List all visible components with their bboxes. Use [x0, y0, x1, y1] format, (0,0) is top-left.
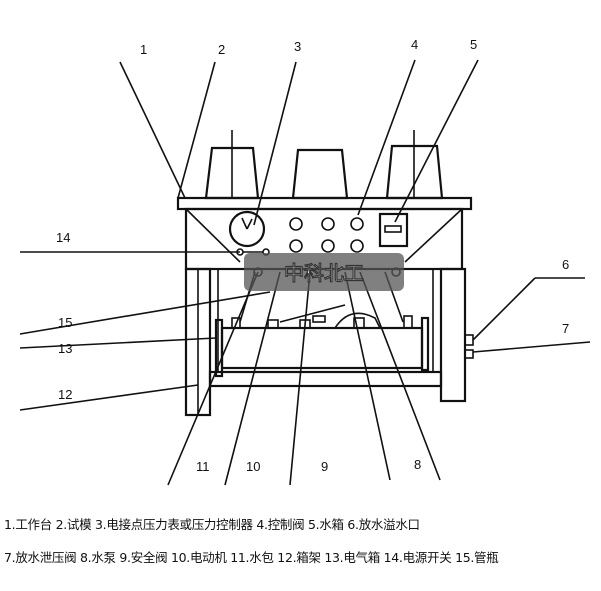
callout-numbers: 1 2 3 4 5 6 7 8 9 10 11 12 13 14 15	[56, 37, 569, 474]
callout-10: 10	[246, 459, 260, 474]
callout-3: 3	[294, 39, 301, 54]
electrical-box	[378, 212, 409, 248]
callout-4: 4	[411, 37, 418, 52]
callout-12: 12	[58, 387, 72, 402]
callout-11: 11	[196, 459, 210, 474]
worktable-top	[176, 196, 473, 211]
callout-1: 1	[140, 42, 147, 57]
water-tank	[214, 304, 430, 378]
callout-9: 9	[321, 459, 328, 474]
callout-14: 14	[56, 230, 70, 245]
molds	[204, 130, 444, 200]
watermark: 中科北工	[244, 253, 404, 291]
callout-6: 6	[562, 257, 569, 272]
callout-5: 5	[470, 37, 477, 52]
svg-text:中科北工: 中科北工	[284, 261, 364, 285]
caption-line-2: 7.放水泄压阀 8.水泵 9.安全阀 10.电动机 11.水包 12.箱架 13…	[4, 550, 499, 565]
callout-2: 2	[218, 42, 225, 57]
callout-15: 15	[58, 315, 72, 330]
callout-8: 8	[414, 457, 421, 472]
callout-7: 7	[562, 321, 569, 336]
caption-line-1: 1.工作台 2.试模 3.电接点压力表或压力控制器 4.控制阀 5.水箱 6.放…	[4, 517, 420, 532]
callout-13: 13	[58, 341, 72, 356]
apparatus-diagram: 1 2 3 4 5 6 7 8 9 10 11 12 13 14 15 中科北工	[19, 37, 591, 486]
leader-lines	[19, 59, 591, 486]
pressure-gauge-icon	[228, 210, 266, 248]
